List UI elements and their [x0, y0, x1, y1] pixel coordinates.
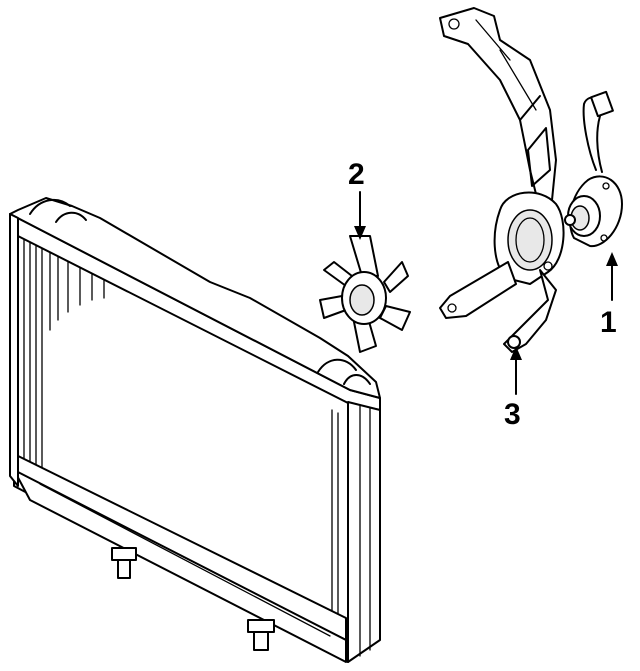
callout-1: 1 — [600, 252, 618, 339]
callout-label-1: 1 — [600, 306, 617, 339]
fan-blade — [319, 235, 411, 353]
radiator-mount-studs — [111, 547, 275, 651]
callout-arrow-3 — [510, 346, 522, 360]
callout-3: 3 — [504, 346, 522, 431]
radiator — [9, 197, 381, 663]
callout-label-3: 3 — [504, 398, 521, 431]
callout-label-2: 2 — [348, 158, 365, 191]
callout-arrow-2 — [354, 226, 366, 240]
callout-arrow-1 — [606, 252, 618, 266]
fan-shroud-bracket — [439, 7, 565, 353]
callout-2: 2 — [348, 158, 366, 240]
fan-motor — [564, 90, 623, 248]
